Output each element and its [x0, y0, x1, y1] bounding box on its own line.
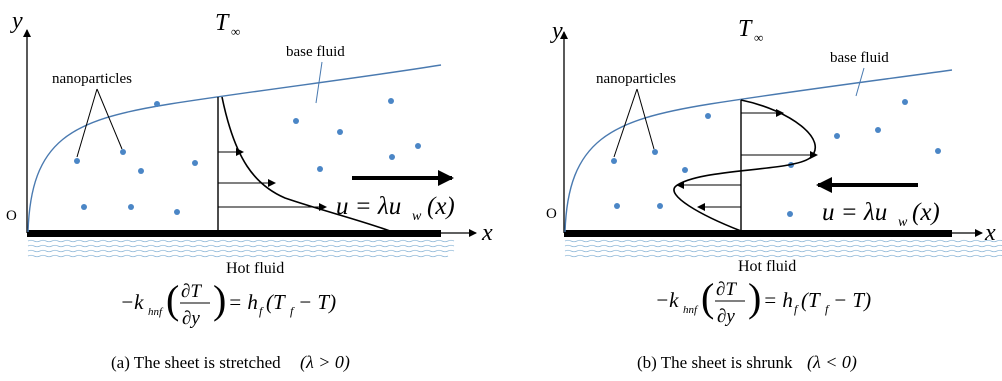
base-fluid-label: base fluid: [286, 44, 345, 60]
hot-fluid-label: Hot fluid: [226, 260, 284, 277]
nanoparticle-pointer: [636, 88, 655, 150]
bc-temperature-subscript: f: [825, 302, 830, 316]
nanoparticle: [81, 204, 87, 210]
nanoparticle-pointer: [76, 88, 98, 158]
ambient-temperature-label: T: [215, 10, 230, 36]
hot-fluid-region: [27, 239, 455, 258]
bc-numerator: ∂T: [716, 279, 737, 300]
nanoparticle: [174, 209, 180, 215]
velocity-profile-curve: [221, 96, 391, 232]
base-fluid-label: base fluid: [830, 50, 889, 66]
bc-temperature-difference: (T: [266, 290, 286, 314]
x-axis-label: x: [481, 220, 493, 246]
bc-heat-transfer-subscript: f: [794, 302, 799, 316]
y-axis-label: y: [10, 8, 23, 34]
ambient-temperature-subscript: ∞: [231, 24, 240, 39]
nanoparticle: [611, 158, 617, 164]
velocity-equation-subscript: w: [412, 209, 422, 224]
velocity-equation: u = λu: [336, 193, 401, 220]
velocity-equation: u = λu: [822, 199, 887, 226]
bc-open-paren: (: [701, 275, 714, 320]
nanoparticle: [128, 204, 134, 210]
panel-b: y O x T ∞ base fluid nanoparticles: [546, 16, 1002, 373]
nanoparticle: [74, 158, 80, 164]
nanoparticle: [293, 118, 299, 124]
bc-close-paren: ): [748, 275, 761, 320]
nanoparticles-label: nanoparticles: [52, 71, 132, 87]
nanoparticle: [388, 98, 394, 104]
nanoparticle-group: [74, 98, 421, 215]
bc-close-paren: ): [213, 277, 226, 322]
bc-open-paren: (: [166, 277, 179, 322]
nanoparticle: [138, 168, 144, 174]
bc-conductivity: −k: [655, 288, 679, 312]
nanoparticle: [614, 203, 620, 209]
bc-numerator: ∂T: [181, 281, 202, 302]
nanoparticle-pointer: [96, 88, 123, 150]
bc-denominator: ∂y: [717, 306, 735, 327]
bc-heat-transfer-coeff: = h: [763, 288, 793, 312]
bc-temperature-subscript: f: [290, 304, 295, 318]
nanoparticle: [389, 154, 395, 160]
hot-fluid-region: [564, 239, 1002, 258]
nanoparticle: [834, 133, 840, 139]
bc-conductivity: −k: [120, 290, 144, 314]
bc-conductivity-subscript: hnf: [683, 304, 699, 316]
caption-a-condition: (λ > 0): [300, 352, 350, 373]
velocity-equation-subscript: w: [898, 215, 908, 230]
nanoparticle: [875, 127, 881, 133]
nanoparticle: [682, 167, 688, 173]
nanoparticle: [935, 148, 941, 154]
caption-b: (b) The sheet is shrunk: [637, 353, 793, 372]
velocity-profile-curve: [673, 99, 817, 232]
convective-boundary-condition: −k hnf ( ∂T ∂y ) = h f (T f − T): [655, 275, 871, 327]
nanoparticle: [317, 166, 323, 172]
nanoparticle: [415, 143, 421, 149]
nanoparticle: [787, 211, 793, 217]
ambient-temperature-label: T: [738, 16, 753, 42]
bc-denominator: ∂y: [182, 308, 200, 329]
bc-heat-transfer-coeff: = h: [228, 290, 258, 314]
bc-conductivity-subscript: hnf: [148, 306, 164, 318]
boundary-layer-curve: [564, 69, 953, 233]
shrinking-sheet: [564, 230, 952, 237]
velocity-equation-argument: (x): [912, 199, 940, 226]
caption-a: (a) The sheet is stretched: [111, 353, 281, 372]
nanoparticle-group: [611, 99, 941, 217]
ambient-temperature-subscript: ∞: [754, 30, 763, 45]
base-fluid-pointer: [315, 61, 323, 104]
panel-a: y O x T ∞ base fluid nanoparticles: [6, 8, 493, 373]
nanoparticle-pointer: [613, 88, 638, 158]
nanoparticle: [705, 113, 711, 119]
bc-heat-transfer-subscript: f: [259, 304, 264, 318]
caption-b-condition: (λ < 0): [807, 352, 857, 373]
hot-fluid-label: Hot fluid: [738, 258, 796, 275]
bc-temperature-rest: − T): [298, 290, 336, 314]
nanoparticle: [154, 101, 160, 107]
y-axis-label: y: [550, 18, 563, 44]
bc-temperature-rest: − T): [833, 288, 871, 312]
nanoparticle: [657, 203, 663, 209]
bc-temperature-difference: (T: [801, 288, 821, 312]
convective-boundary-condition: −k hnf ( ∂T ∂y ) = h f (T f − T): [120, 277, 336, 329]
nanoparticles-label: nanoparticles: [596, 71, 676, 87]
nanoparticle: [120, 149, 126, 155]
velocity-equation-argument: (x): [427, 193, 455, 220]
boundary-layer-curve: [27, 64, 442, 233]
origin-label: O: [546, 206, 557, 222]
stretching-sheet: [27, 230, 441, 237]
base-fluid-pointer: [855, 67, 865, 97]
x-axis-label: x: [984, 220, 996, 246]
origin-label: O: [6, 208, 17, 224]
nanoparticle: [192, 160, 198, 166]
nanoparticle: [902, 99, 908, 105]
nanoparticle: [337, 129, 343, 135]
nanoparticle: [652, 149, 658, 155]
